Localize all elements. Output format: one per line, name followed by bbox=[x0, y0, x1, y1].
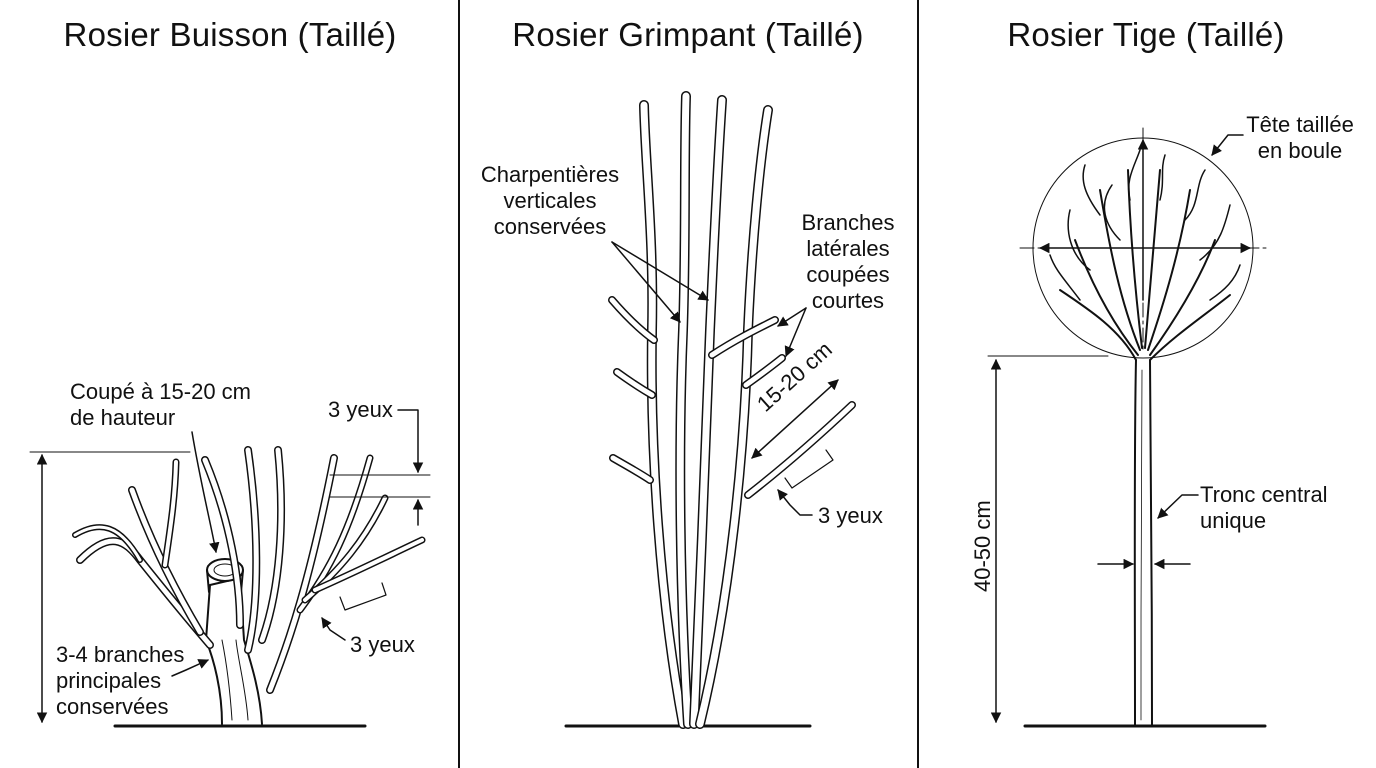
label-head-line-2: en boule bbox=[1257, 138, 1343, 163]
label-lateral-line-2: latérales bbox=[806, 236, 890, 261]
label-cut-line-1: Coupé à 15-20 cm bbox=[70, 379, 251, 404]
label-lateral-line-4: courtes bbox=[811, 288, 885, 313]
panel-divider-left bbox=[458, 0, 460, 768]
label-main-branches: 3-4 branches principales conservées bbox=[56, 642, 184, 720]
label-branches-line-3: conservées bbox=[56, 694, 169, 719]
bush-rose-drawing bbox=[29, 409, 431, 728]
label-central-trunk: Tronc central unique bbox=[1200, 482, 1328, 534]
label-vertical-line-2: verticales bbox=[503, 188, 597, 213]
panel-divider-right bbox=[917, 0, 919, 768]
title-standard-rose: Rosier Tige (Taillé) bbox=[1007, 16, 1285, 53]
label-lateral-branches: Branches latérales coupées courtes bbox=[802, 210, 895, 314]
label-vertical-line-3: conservées bbox=[493, 214, 607, 239]
climbing-rose-drawing bbox=[564, 91, 856, 729]
label-cut-line-2: de hauteur bbox=[70, 405, 176, 430]
label-lateral-line-1: Branches bbox=[801, 210, 895, 235]
label-trunk-line-1: Tronc central bbox=[1200, 482, 1328, 507]
standard-rose-drawing bbox=[987, 127, 1269, 728]
label-lateral-line-3: coupées bbox=[806, 262, 890, 287]
label-head-line-1: Tête taillée bbox=[1246, 112, 1354, 137]
label-trunk-height: 40-50 cm bbox=[970, 500, 995, 592]
label-cut-height: Coupé à 15-20 cm de hauteur bbox=[70, 379, 251, 431]
title-bush-rose: Rosier Buisson (Taillé) bbox=[63, 16, 397, 53]
label-climb-eyes: 3 yeux bbox=[818, 503, 883, 528]
label-branches-line-2: principales bbox=[56, 668, 162, 693]
label-vertical-canes: Charpentières verticales conservées bbox=[481, 162, 619, 240]
label-bush-eyes-top: 3 yeux bbox=[328, 397, 393, 422]
title-climbing-rose: Rosier Grimpant (Taillé) bbox=[512, 16, 864, 53]
label-bush-eyes-side: 3 yeux bbox=[350, 632, 415, 657]
label-branches-line-1: 3-4 branches bbox=[56, 642, 185, 667]
label-head-shape: Tête taillée en boule bbox=[1246, 112, 1354, 164]
label-trunk-line-2: unique bbox=[1200, 508, 1267, 533]
label-vertical-line-1: Charpentières bbox=[480, 162, 620, 187]
